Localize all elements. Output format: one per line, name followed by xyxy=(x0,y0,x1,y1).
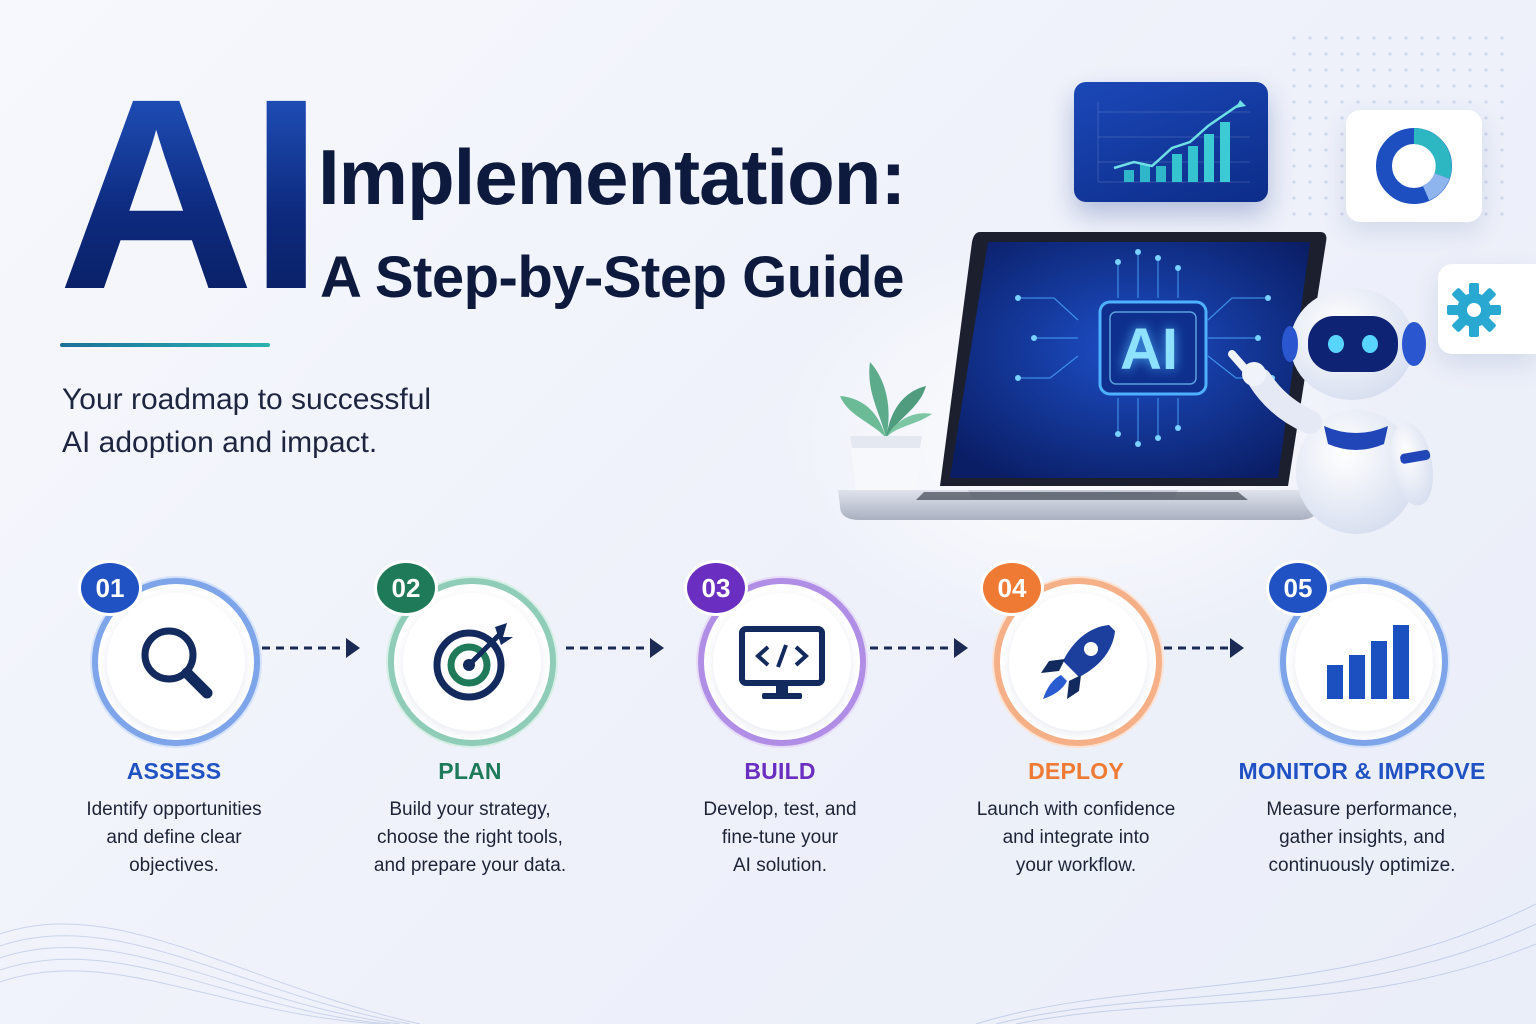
laptop-screen-label: AI xyxy=(1120,317,1178,382)
ai-heading: AI xyxy=(58,92,318,310)
target-icon xyxy=(433,623,513,701)
step-number-badge: 05 xyxy=(1266,560,1330,616)
robot-illustration xyxy=(1228,288,1434,534)
step-circle xyxy=(994,578,1162,746)
donut-chart-card xyxy=(1346,110,1482,222)
arrow-connector xyxy=(870,638,968,658)
subtitle: Your roadmap to successful AI adoption a… xyxy=(62,383,432,459)
step-title: MONITOR & IMPROVE xyxy=(1238,758,1486,784)
gear-icon xyxy=(1447,283,1501,337)
step-description: Measure performance,gather insights, and… xyxy=(1266,799,1458,876)
arrow-connector xyxy=(1164,638,1244,658)
step-circle xyxy=(388,578,556,746)
step-number-badge: 04 xyxy=(980,560,1044,616)
plant-illustration xyxy=(840,362,932,498)
page-title-line2: A Step-by-Step Guide xyxy=(320,245,905,310)
donut-chart-icon xyxy=(1376,128,1452,204)
settings-card xyxy=(1438,264,1536,354)
step-title: DEPLOY xyxy=(1028,758,1124,784)
title-underline xyxy=(60,343,270,347)
growth-chart-icon xyxy=(1097,100,1250,183)
step-number-badge: 01 xyxy=(78,560,142,616)
page-title-line1: Implementation: xyxy=(318,133,906,221)
step-number-badge: 02 xyxy=(374,560,438,616)
step-title: ASSESS xyxy=(126,758,222,784)
step-circle xyxy=(698,578,866,746)
step-number-badge: 03 xyxy=(684,560,748,616)
wave-lines-left xyxy=(0,923,421,1024)
bar-chart-icon xyxy=(1327,625,1409,699)
step-description: Build your strategy,choose the right too… xyxy=(373,799,567,876)
wave-lines-right xyxy=(976,903,1536,1024)
arrow-connector xyxy=(262,638,360,658)
magnifier-icon xyxy=(141,627,213,699)
step-title: PLAN xyxy=(438,758,502,784)
laptop-illustration xyxy=(838,232,1327,520)
rocket-icon xyxy=(1041,625,1115,699)
code-monitor-icon xyxy=(739,626,825,699)
growth-chart-card xyxy=(1074,82,1268,202)
arrow-connector xyxy=(566,638,664,658)
step-title: BUILD xyxy=(744,758,816,784)
